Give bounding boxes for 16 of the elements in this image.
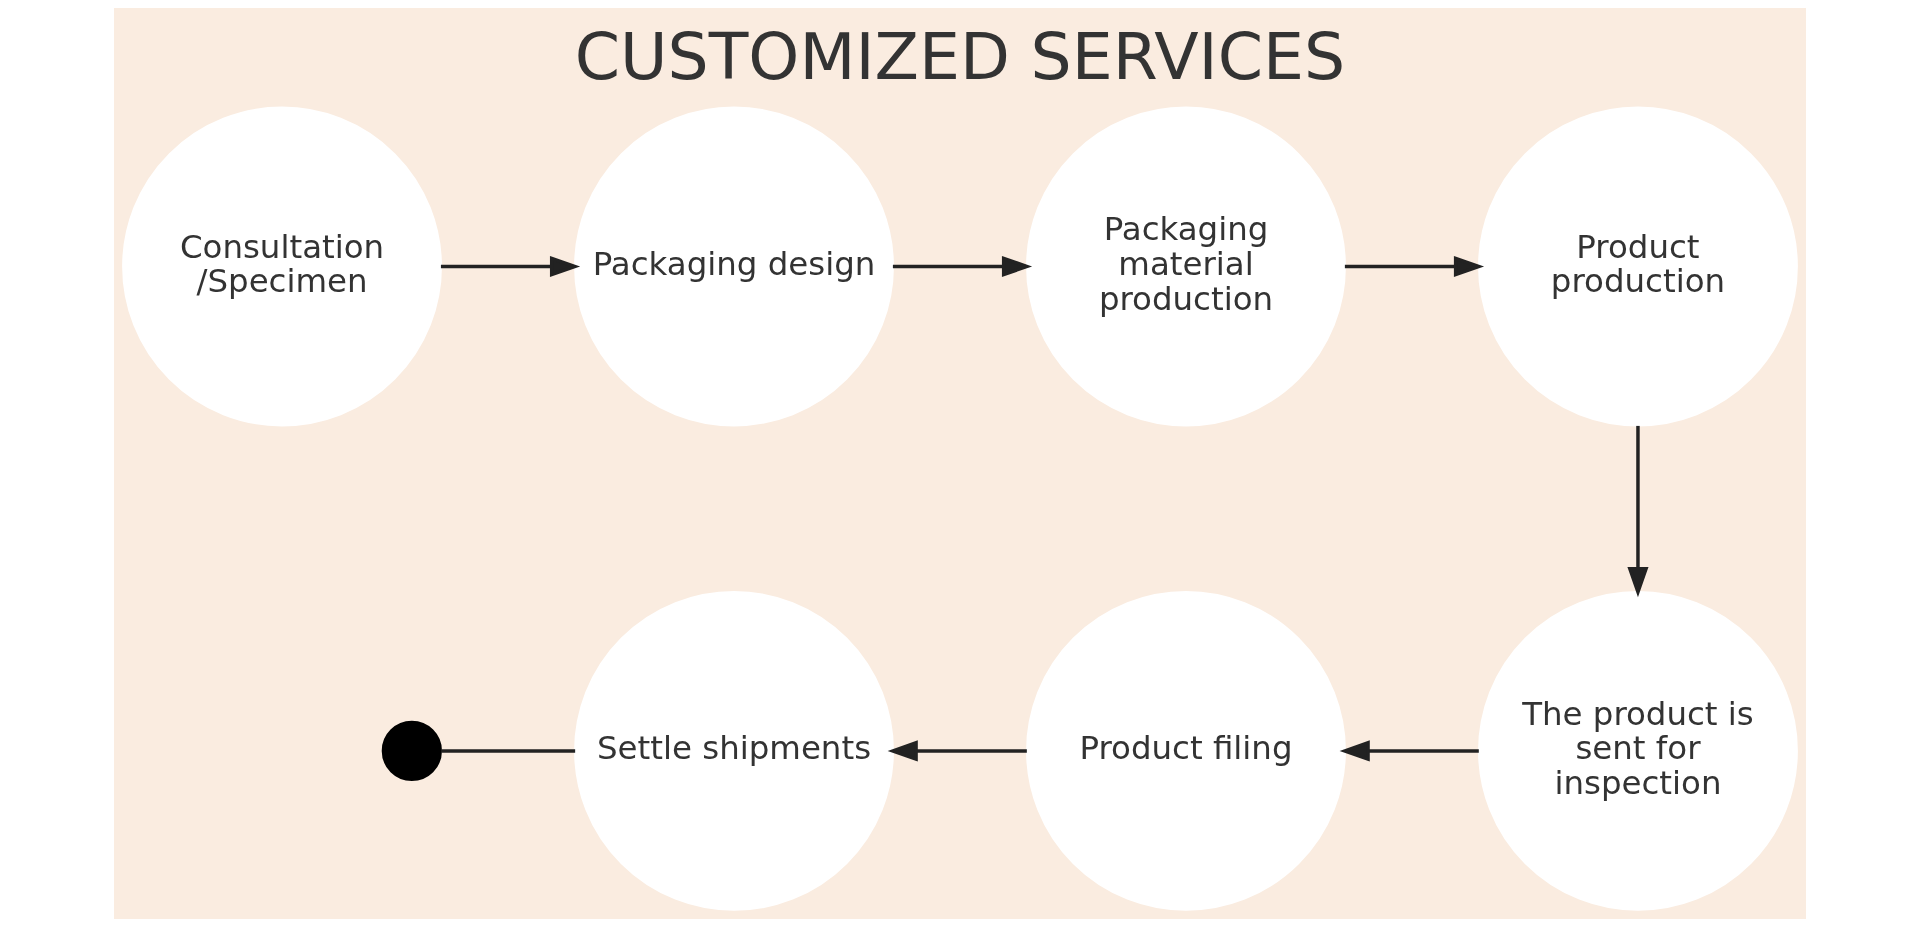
connector [441,749,576,753]
node-circle: The product is sent for inspection [1478,591,1798,911]
arrow [1339,740,1479,762]
arrow [1627,425,1649,598]
node-circle: Consultation /Specimen [122,106,442,427]
node-circle: Packaging design [574,106,894,427]
arrow [440,255,581,278]
node-circle: Product production [1478,106,1798,427]
diagram-title: CUSTOMIZED SERVICES [574,18,1346,94]
arrow [892,255,1033,278]
arrow [887,740,1027,762]
node-circle: Settle shipments [574,591,894,911]
node-circle [381,720,442,782]
arrow [1344,255,1485,278]
node-circle: Packaging material production [1026,106,1346,427]
node-circle: Product filing [1026,591,1346,911]
